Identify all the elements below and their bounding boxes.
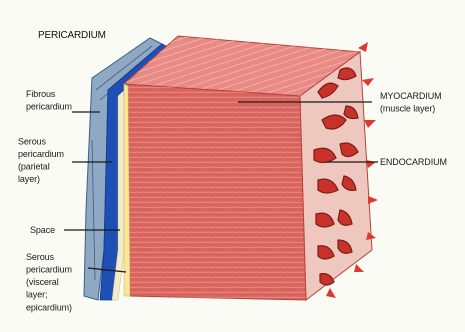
label-fibrous-pericardium: Fibrous pericardium [26,87,72,112]
label-serous-parietal: Serous pericardium (parietal layer) [18,135,64,185]
label-space: Space [30,224,55,237]
label-endocardium: ENDOCARDIUM [380,156,447,169]
diagram-title: PERICARDIUM [38,30,106,41]
label-myocardium: MYOCARDIUM (muscle layer) [380,89,442,114]
label-serous-visceral: Serous pericardium (visceral layer; epic… [26,251,72,314]
